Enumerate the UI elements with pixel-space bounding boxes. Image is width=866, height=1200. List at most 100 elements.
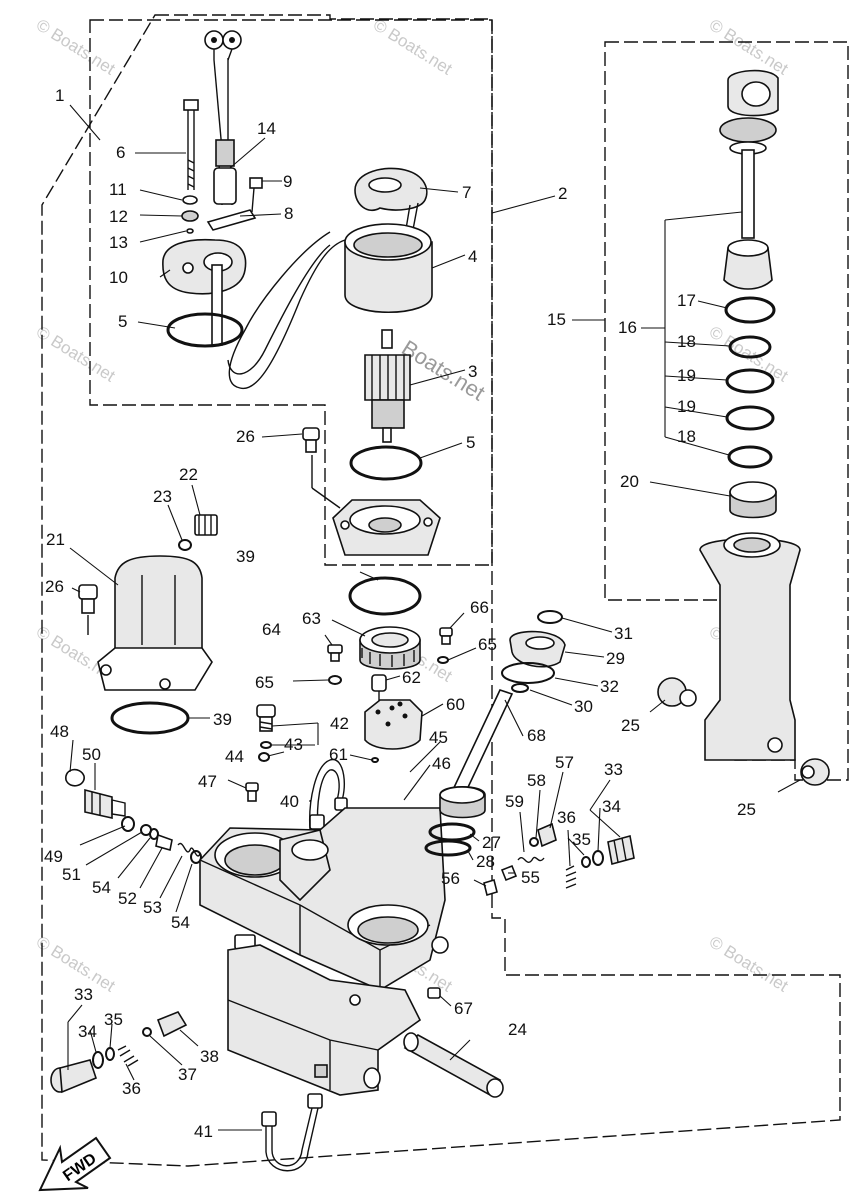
bracket-10 xyxy=(162,238,247,346)
callout-57: 57 xyxy=(555,753,574,772)
callout-41: 41 xyxy=(194,1122,213,1141)
callout-22: 22 xyxy=(179,465,198,484)
pump-housing-60 xyxy=(364,699,423,750)
screw-26-left xyxy=(78,584,98,635)
screw-26-top xyxy=(302,427,341,509)
callout-9: 9 xyxy=(283,172,292,191)
o-ring-54-a xyxy=(149,828,159,840)
fwd-arrow: FWD xyxy=(38,1136,112,1192)
valve-57 xyxy=(537,822,557,848)
spring-59 xyxy=(517,856,545,863)
callout-53: 53 xyxy=(143,898,162,917)
watermark: © Boats.net xyxy=(33,322,119,385)
callout-15: 15 xyxy=(547,310,566,329)
callout-34: 34 xyxy=(78,1022,97,1041)
backup-ring-19-top xyxy=(725,368,775,394)
o-ring-28 xyxy=(424,839,472,857)
callout-54: 54 xyxy=(171,913,190,932)
callout-48: 48 xyxy=(50,722,69,741)
watermark: © Boats.net xyxy=(33,15,119,78)
motor-wiring xyxy=(204,30,346,390)
callout-36: 36 xyxy=(122,1079,141,1098)
callout-32: 32 xyxy=(600,677,619,696)
callout-21: 21 xyxy=(46,530,65,549)
plug-22 xyxy=(194,514,218,536)
ball-61 xyxy=(371,757,379,763)
clip-48 xyxy=(65,768,85,787)
callout-65: 65 xyxy=(478,635,497,654)
screw-66 xyxy=(439,627,453,645)
watermark: © Boats.net xyxy=(706,15,792,78)
callout-3: 3 xyxy=(468,362,477,381)
callout-37: 37 xyxy=(178,1065,197,1084)
o-ring-34-left xyxy=(92,1051,104,1069)
watermark: © Boats.net xyxy=(706,322,792,385)
pin-25-right xyxy=(800,758,830,786)
bolt-6 xyxy=(183,99,199,190)
callout-67: 67 xyxy=(454,999,473,1018)
callout-35: 35 xyxy=(104,1010,123,1029)
o-ring-44 xyxy=(258,752,270,762)
washer-65-left xyxy=(328,675,342,685)
end-cover xyxy=(332,499,441,556)
o-ring-54-b xyxy=(190,850,202,864)
callout-16: 16 xyxy=(618,318,637,337)
callout-18: 18 xyxy=(677,332,696,351)
callout-28: 28 xyxy=(476,852,495,871)
callout-33: 33 xyxy=(604,760,623,779)
callout-35: 35 xyxy=(572,830,591,849)
callout-8: 8 xyxy=(284,204,293,223)
o-ring-18-top xyxy=(728,335,772,359)
watermark: © Boats.net xyxy=(706,932,792,995)
callout-60: 60 xyxy=(446,695,465,714)
callout-55: 55 xyxy=(521,868,540,887)
callout-23: 23 xyxy=(153,487,172,506)
callout-18: 18 xyxy=(677,427,696,446)
callout-56: 56 xyxy=(441,869,460,888)
callout-63: 63 xyxy=(302,609,321,628)
callout-1: 1 xyxy=(55,86,64,105)
valve-38 xyxy=(156,1011,188,1038)
callout-54: 54 xyxy=(92,878,111,897)
callout-49: 49 xyxy=(44,847,63,866)
callout-25: 25 xyxy=(621,716,640,735)
armature-3 xyxy=(364,329,411,443)
callout-44: 44 xyxy=(225,747,244,766)
callout-11: 11 xyxy=(109,180,127,199)
screw-47 xyxy=(245,782,259,802)
plug-42 xyxy=(256,704,276,732)
callout-6: 6 xyxy=(116,143,125,162)
reservoir-21 xyxy=(97,555,213,691)
callout-31: 31 xyxy=(614,624,633,643)
callout-33: 33 xyxy=(74,985,93,1004)
yoke-4 xyxy=(344,223,433,314)
callout-47: 47 xyxy=(198,772,217,791)
cap-29 xyxy=(509,630,566,668)
callout-64: 64 xyxy=(262,620,281,639)
callout-52: 52 xyxy=(118,889,137,908)
callout-12: 12 xyxy=(109,207,128,226)
o-ring-39-left xyxy=(110,701,190,735)
callout-29: 29 xyxy=(606,649,625,668)
spring-53 xyxy=(177,842,201,857)
spring-36-right xyxy=(565,865,577,889)
callout-42: 42 xyxy=(330,714,349,733)
o-ring-37 xyxy=(142,1027,152,1037)
backup-ring-19-lower xyxy=(725,405,775,431)
callout-38: 38 xyxy=(200,1047,219,1066)
callout-25: 25 xyxy=(737,800,756,819)
screw-64 xyxy=(327,644,343,662)
callout-5: 5 xyxy=(466,433,475,452)
callout-61: 61 xyxy=(329,745,348,764)
pipe-40 xyxy=(308,759,348,831)
o-ring-30 xyxy=(511,683,529,693)
callout-10: 10 xyxy=(109,268,128,287)
callout-36: 36 xyxy=(557,808,576,827)
callout-62: 62 xyxy=(402,668,421,687)
callout-4: 4 xyxy=(468,247,477,266)
callout-46: 46 xyxy=(432,754,451,773)
callout-19: 19 xyxy=(677,366,696,385)
o-ring-43 xyxy=(260,741,272,749)
callout-14: 14 xyxy=(257,119,276,138)
